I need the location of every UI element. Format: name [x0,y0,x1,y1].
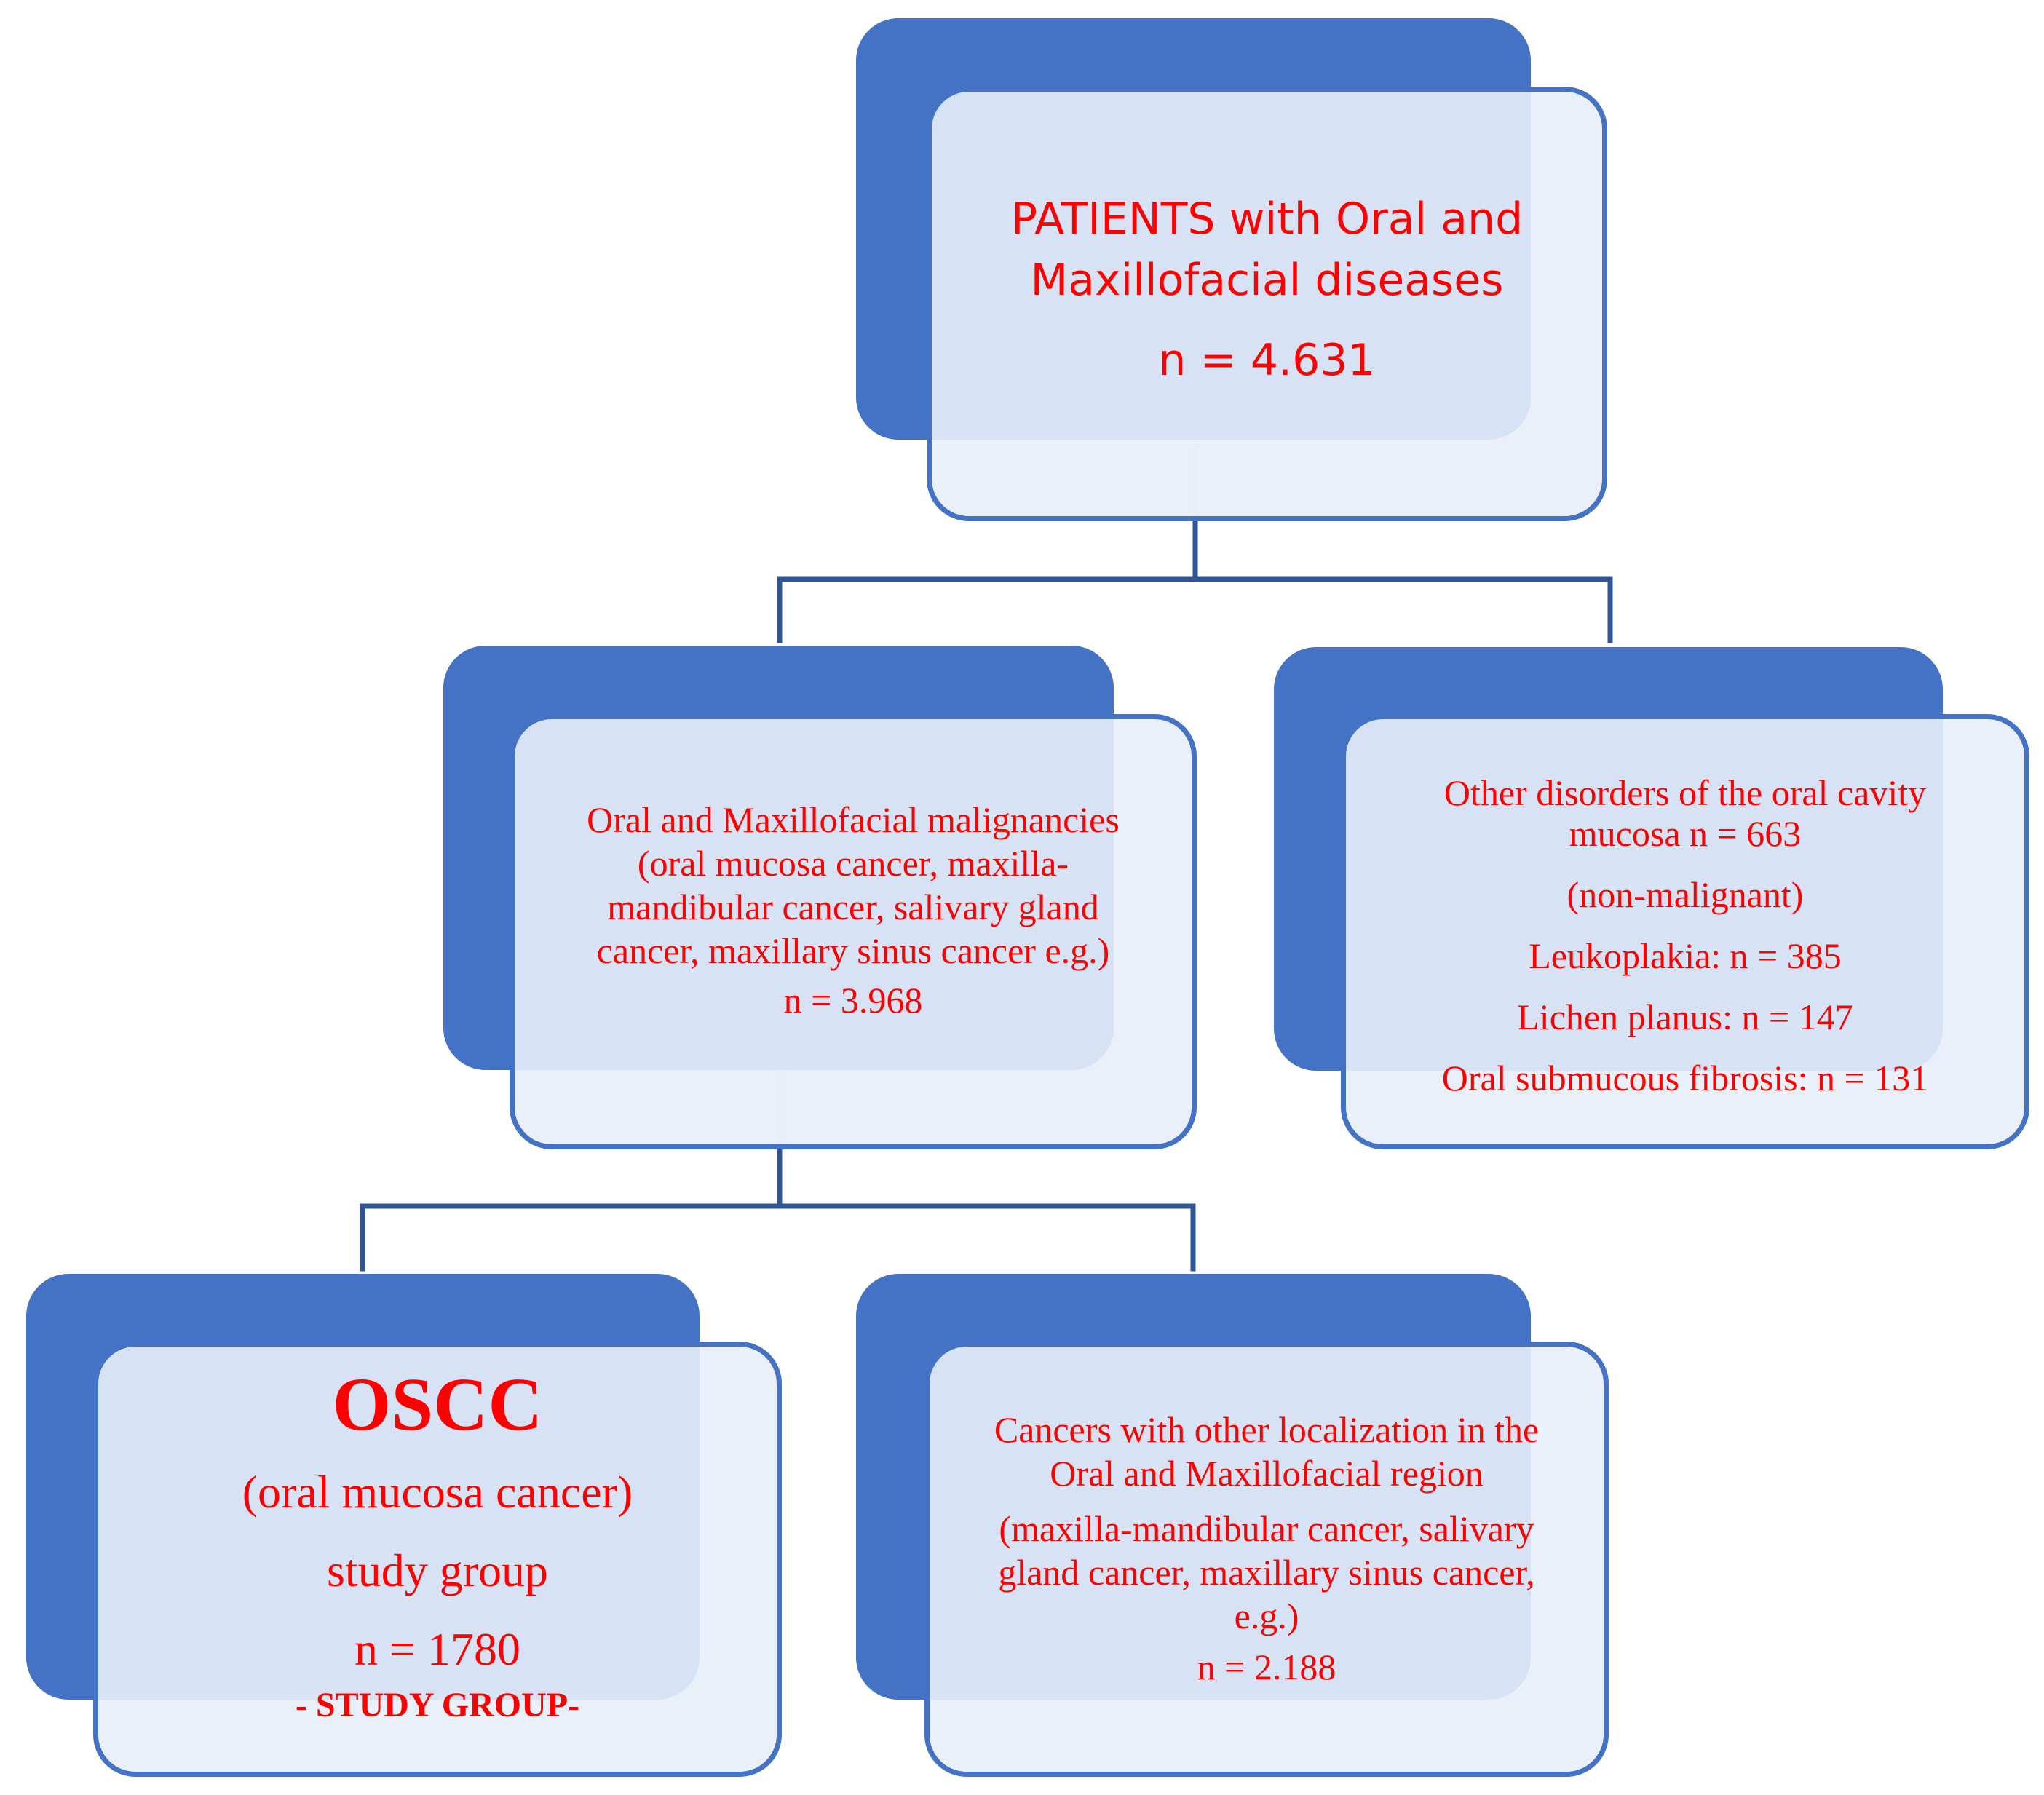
oscc-subtitle: (oral mucosa cancer) [242,1466,633,1518]
malignancies-count: n = 3.968 [783,980,923,1021]
other-localization-title-line1: Cancers with other localization in the [994,1409,1540,1450]
other-localization-title-line2: Oral and Maxillofacial region [1050,1453,1484,1494]
oscc-label: study group [327,1545,548,1596]
disorder-item-submucous-fibrosis: Oral submucous fibrosis: n = 131 [1441,1058,1929,1098]
patients-count: n = 4.631 [1158,334,1376,386]
malignancies-line: Oral and Maxillofacial malignancies [587,799,1120,840]
malignancies-line: cancer, maxillary sinus cancer e.g.) [596,930,1110,971]
other-disorders-title-line1: Other disorders of the oral cavity [1443,772,1927,813]
other-disorders-box: Other disorders of the oral cavity mucos… [1341,714,2029,1149]
oscc-box: OSCC (oral mucosa cancer) study group n … [93,1342,782,1777]
other-disorders-title-line2: mucosa n = 663 [1569,813,1802,854]
patients-box: PATIENTS with Oral and Maxillofacial dis… [927,87,1607,521]
disorder-item-lichen-planus: Lichen planus: n = 147 [1517,996,1853,1037]
other-localization-count: n = 2.188 [1197,1647,1336,1687]
malignancies-line: mandibular cancer, salivary gland [607,887,1099,927]
oscc-title: OSCC [332,1363,543,1446]
malignancies-box: Oral and Maxillofacial malignancies (ora… [510,714,1197,1149]
other-localization-box: Cancers with other localization in the O… [924,1342,1609,1777]
non-malignant-note: (non-malignant) [1566,874,1804,915]
malignancies-line: (oral mucosa cancer, maxilla- [637,843,1069,884]
patients-title-line2: Maxillofacial diseases [1030,254,1504,306]
other-localization-detail: (maxilla-mandibular cancer, salivary [999,1508,1534,1549]
other-localization-detail: gland cancer, maxillary sinus cancer, [998,1552,1535,1593]
other-localization-detail: e.g.) [1234,1596,1299,1636]
oscc-count: n = 1780 [354,1623,521,1675]
disorder-item-leukoplakia: Leukoplakia: n = 385 [1529,935,1842,976]
study-group-tag: - STUDY GROUP- [295,1686,580,1724]
patients-title-line1: PATIENTS with Oral and [1010,193,1524,245]
